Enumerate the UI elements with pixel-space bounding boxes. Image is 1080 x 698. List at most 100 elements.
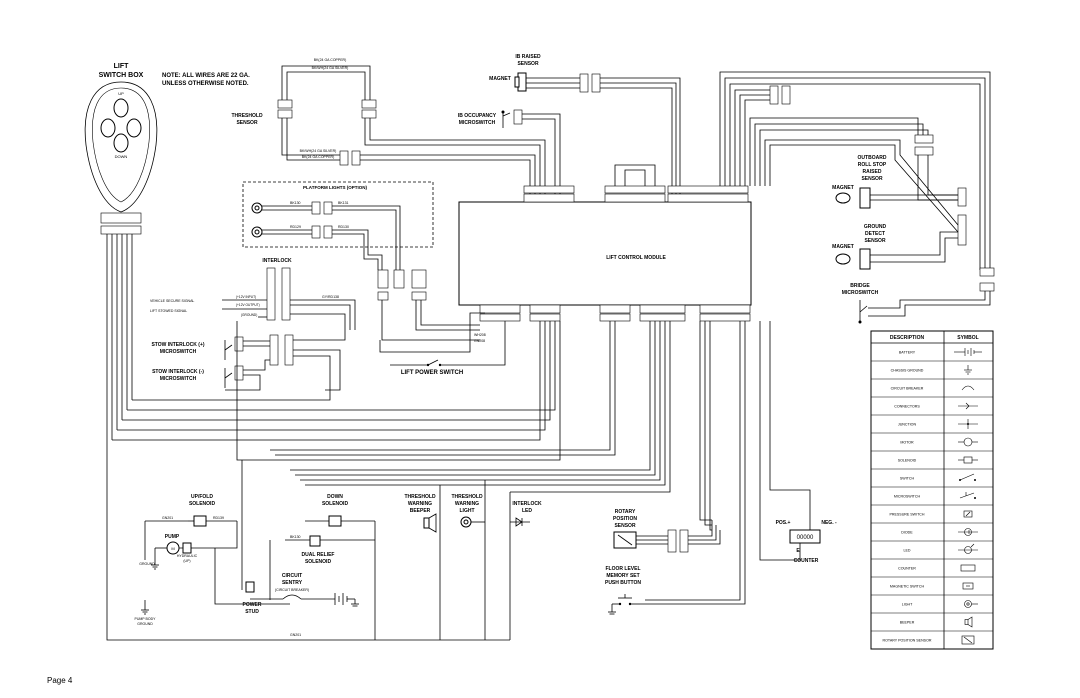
light-label-1: THRESHOLD <box>451 494 483 500</box>
interlock-connector-p <box>266 267 276 321</box>
hydraulic-label-1: HYDRAULIC <box>177 554 198 558</box>
counter-label: COUNTER <box>794 558 819 564</box>
outboard-label-3: RAISED <box>863 169 882 175</box>
wire-rd129: RD129 <box>290 225 301 229</box>
legend-row-label: MOTOR <box>900 441 914 445</box>
wire-rd130: RD130 <box>338 225 349 229</box>
output-12v: (+12V OUTPUT) <box>236 303 260 307</box>
down-solenoid <box>269 515 376 640</box>
upfold-label-1: UP/FOLD <box>191 494 213 500</box>
interlock-wiring <box>222 269 485 353</box>
pendant-up-button <box>113 98 129 118</box>
wire-bk131: BK131 <box>338 201 349 205</box>
circuit-sentry-breaker <box>250 593 359 607</box>
solenoid-icon <box>958 456 978 464</box>
counter-box <box>789 529 821 544</box>
stow-plus-label-2: MICROSWITCH <box>160 349 197 355</box>
lift-control-module <box>458 201 752 306</box>
floor-level-label-1: FLOOR LEVEL <box>606 566 641 572</box>
wire-bk110: BK130 <box>290 535 301 539</box>
wire-gn201-b: GN201 <box>290 633 301 637</box>
platform-lights-box <box>242 181 434 248</box>
diode-icon <box>958 528 978 536</box>
pump-body-ground-label-1: PUMP BODY <box>135 617 157 621</box>
legend-row-label: PRESSURE SWITCH <box>890 513 925 517</box>
ib-magnet-label: MAGNET <box>489 76 511 82</box>
connector-icon <box>958 402 978 410</box>
beeper-label-3: BEEPER <box>410 508 431 514</box>
counter-e: E <box>796 548 800 554</box>
rotary-label-1: ROTARY <box>615 509 636 515</box>
ib-raised-wiring <box>526 73 681 195</box>
lift-stowed-signal: LIFT STOWED SIGNAL <box>150 309 187 313</box>
stow-interlock-plus-switch <box>224 330 346 401</box>
lift-power-switch <box>390 321 506 367</box>
ground-detect-label-3: SENSOR <box>864 238 886 244</box>
lcm-bottom-connectors <box>479 304 751 322</box>
floor-level-label-2: MEMORY SET <box>606 573 639 579</box>
ib-occupancy-label-2: MICROSWITCH <box>459 120 496 126</box>
ground-detect-label-2: DETECT <box>865 231 885 237</box>
wire-wh208: WH208 <box>474 333 486 337</box>
battery-icon <box>954 348 982 356</box>
svg-text:M: M <box>171 546 174 551</box>
threshold-light <box>460 480 486 640</box>
lift-switch-box-title-1: LIFT <box>114 63 129 70</box>
ground-detect-magnet <box>835 253 851 265</box>
power-stud-label-2: STUD <box>245 609 259 615</box>
bridge-label-2: MICROSWITCH <box>842 290 879 296</box>
wire-gy138: GY/RD138 <box>322 295 339 299</box>
switch-icon <box>959 473 976 481</box>
pump-label: PUMP <box>165 534 180 540</box>
counter-neg: NEG. - <box>821 520 837 526</box>
bridge-microswitch <box>858 300 868 324</box>
power-stud <box>245 581 255 593</box>
beeper-label-1: THRESHOLD <box>404 494 436 500</box>
rotary-label-3: SENSOR <box>614 523 636 529</box>
legend-header-description: DESCRIPTION <box>890 335 925 341</box>
note-line-2: UNLESS OTHERWISE NOTED. <box>162 81 249 87</box>
ib-occupancy-switch <box>490 109 561 195</box>
legend-row-label: CHASSIS GROUND <box>891 369 924 373</box>
legend-row-label: COUNTER <box>898 567 916 571</box>
threshold-wire-top-1: BK(24 GA COPPER) <box>314 58 346 62</box>
microswitch-icon <box>959 492 976 499</box>
ib-raised-sensor-label-2: SENSOR <box>517 61 539 67</box>
legend-row-label: MAGNETIC SWITCH <box>890 585 925 589</box>
pendant-connector-j <box>100 225 142 235</box>
lift-control-module-label: LIFT CONTROL MODULE <box>606 255 666 261</box>
light-label-2: WARNING <box>455 501 479 507</box>
pendant-up-label: UP <box>118 91 124 96</box>
interlock-led-label-2: LED <box>522 508 532 514</box>
pressure-switch-icon <box>963 510 973 518</box>
legend-header-symbol: SYMBOL <box>957 335 978 341</box>
legend-row-label: SOLENOID <box>898 459 917 463</box>
legend-row-label: JUNCTION <box>898 423 917 427</box>
upfold-label-2: SOLENOID <box>189 501 216 507</box>
circuit-sentry-label-2: SENTRY <box>282 580 303 586</box>
legend-row-label: BEEPER <box>900 621 915 625</box>
rotary-label-2: POSITION <box>613 516 637 522</box>
threshold-wire-bot-1: BK/WH(24 GA SILVER) <box>300 149 337 153</box>
legend-row-label: LIGHT <box>902 603 913 607</box>
legend-box <box>870 330 994 650</box>
pendant-wires <box>106 234 133 450</box>
input-12v: (+12V INPUT) <box>236 295 256 299</box>
main-harness <box>106 321 811 641</box>
stow-minus-label-2: MICROSWITCH <box>160 376 197 382</box>
threshold-sensor-label-1: THRESHOLD <box>231 113 263 119</box>
legend-row-label: ROTARY POSITION SENSOR <box>883 639 932 643</box>
legend-row-label: LED <box>904 549 911 553</box>
dual-relief-label-2: SOLENOID <box>305 559 332 565</box>
interlock-label: INTERLOCK <box>262 258 292 264</box>
vehicle-secure-signal: VEHICLE SECURE SIGNAL <box>150 299 194 303</box>
threshold-sensor-wiring <box>277 65 490 166</box>
ib-occupancy-label-1: IB OCCUPANCY <box>458 113 497 119</box>
legend-row-label: SWITCH <box>900 477 915 481</box>
hydraulic-label-2: (UP) <box>183 559 190 563</box>
pump-body-ground <box>141 600 149 615</box>
outboard-label-1: OUTBOARD <box>858 155 887 161</box>
led-icon <box>958 543 978 554</box>
note-line-1: NOTE: ALL WIRES ARE 22 GA. <box>162 73 250 79</box>
